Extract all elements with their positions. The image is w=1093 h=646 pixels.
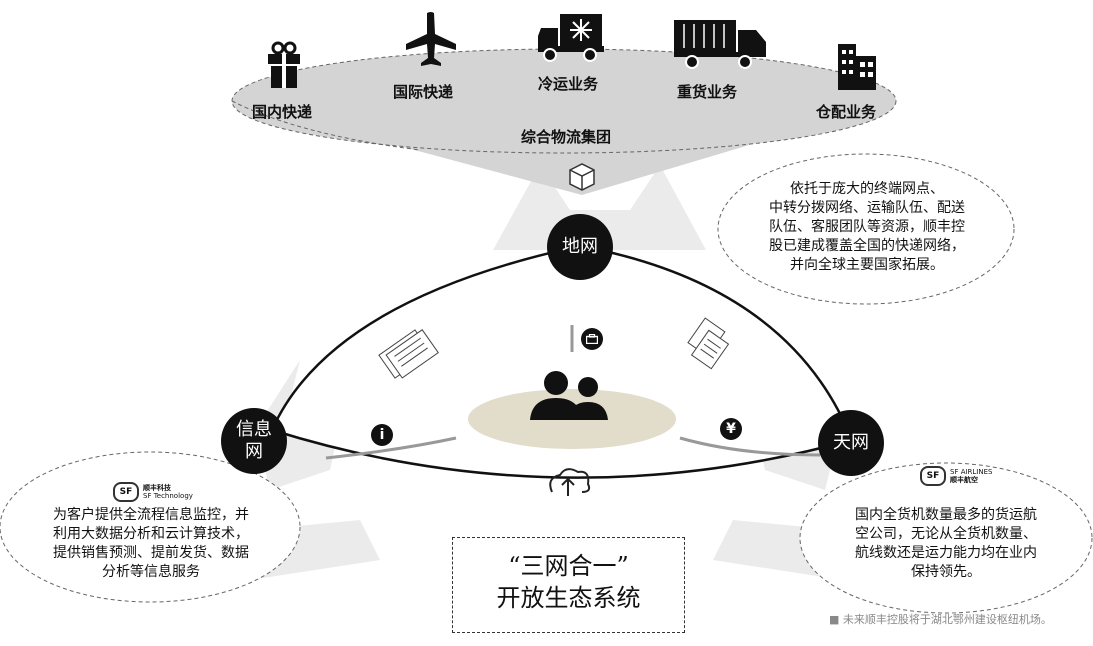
- snow-truck-icon: [538, 14, 604, 62]
- node-sky-network: 天网: [818, 410, 884, 476]
- bubble-ground-line: 中转分拨网络、运输队伍、配送: [769, 200, 965, 216]
- node-ground-label: 地网: [562, 236, 598, 257]
- inner-arc-right: [679, 436, 821, 457]
- node-info-label-line1: 信息: [236, 419, 272, 440]
- sf-airlines-text: SF AIRLINES 顺丰航空: [950, 468, 992, 484]
- bubble-ground-line: 并向全球主要国家拓展。: [790, 257, 944, 273]
- invoice-icon-left: [378, 329, 439, 379]
- bubble-ground-line: 股已建成覆盖全国的快递网络，: [769, 238, 965, 254]
- cargo-truck-icon: [674, 20, 766, 69]
- bubble-info-line: 为客户提供全流程信息监控，并: [53, 507, 249, 523]
- bubble-ground-line: 队伍、客服团队等资源，顺丰控: [769, 219, 965, 235]
- yuan-icon-glyph: ¥: [726, 421, 736, 437]
- documents-icon-right: [687, 317, 730, 370]
- bubble-sky: [799, 462, 1093, 614]
- package-icon: [569, 163, 595, 191]
- info-icon-glyph: i: [379, 427, 385, 443]
- service-label-cold-chain: 冷运业务: [538, 75, 599, 93]
- briefcase-icon: [581, 328, 603, 350]
- building-icon: [838, 44, 876, 90]
- bubble-ground-line: 依托于庞大的终端网点、: [790, 181, 944, 197]
- briefcase-glyph: [586, 334, 598, 344]
- cloud-upload-icon: [549, 468, 591, 496]
- node-ground-network: 地网: [547, 214, 613, 280]
- node-info-label-line2: 网: [245, 441, 263, 462]
- node-info-network: 信息 网: [221, 408, 287, 474]
- bubble-info: [0, 451, 301, 603]
- service-label-warehouse: 仓配业务: [816, 103, 877, 121]
- sf-airlines-en: SF AIRLINES: [950, 468, 993, 476]
- bubble-ground: [717, 153, 1015, 305]
- ecosystem-title: “三网合一” 开放生态系统: [452, 537, 685, 633]
- bubble-ground-text: 依托于庞大的终端网点、 中转分拨网络、运输队伍、配送 队伍、客服团队等资源，顺丰…: [736, 180, 998, 275]
- bubble-info-line: 提供销售预测、提前发货、数据: [53, 545, 249, 561]
- sf-airlines-cn: 顺丰航空: [950, 476, 978, 484]
- bubble-info-line: 利用大数据分析和云计算技术，: [53, 526, 249, 542]
- bubble-sky-line: 保持领先。: [911, 564, 981, 580]
- group-label: 综合物流集团: [521, 128, 612, 146]
- people-icon: [530, 371, 608, 420]
- inner-arc-left: [325, 436, 457, 460]
- sf-technology-en: SF Technology: [143, 492, 193, 500]
- sf-technology-logo: SF 顺丰科技 SF Technology: [113, 482, 193, 502]
- network-triangle: [270, 244, 854, 479]
- bubble-sky-line: 航线数还是运力能力均在业内: [855, 545, 1037, 561]
- title-line-1: “三网合一”: [508, 552, 629, 580]
- info-icon: i: [371, 424, 393, 446]
- sf-technology-text: 顺丰科技 SF Technology: [143, 484, 193, 500]
- node-sky-label: 天网: [833, 432, 869, 453]
- bubble-sky-line: 国内全货机数量最多的货运航: [855, 507, 1037, 523]
- service-label-domestic: 国内快递: [252, 103, 313, 121]
- service-label-international: 国际快递: [393, 83, 454, 101]
- sf-technology-cn: 顺丰科技: [143, 484, 171, 492]
- yuan-icon: ¥: [720, 418, 742, 440]
- bubble-sky-text: 国内全货机数量最多的货运航 空公司，无论从全货机数量、 航线数还是运力能力均在业…: [818, 506, 1074, 582]
- arrow-up: [493, 165, 706, 250]
- sf-logo-mark: SF: [113, 482, 139, 502]
- footnote: ■ 未来顺丰控股将于湖北鄂州建设枢纽机场。: [829, 613, 1052, 626]
- service-label-heavy-freight: 重货业务: [677, 83, 738, 101]
- bubble-sky-line: 空公司，无论从全货机数量、: [855, 526, 1037, 542]
- title-line-2: 开放生态系统: [496, 584, 641, 612]
- plane-icon: [406, 12, 456, 66]
- sf-airlines-logo: SF SF AIRLINES 顺丰航空: [920, 466, 992, 486]
- sf-logo-mark: SF: [920, 466, 946, 486]
- gift-icon: [268, 41, 300, 88]
- bubble-info-text: 为客户提供全流程信息监控，并 利用大数据分析和云计算技术， 提供销售预测、提前发…: [20, 506, 282, 582]
- bubble-info-line: 分析等信息服务: [102, 564, 200, 580]
